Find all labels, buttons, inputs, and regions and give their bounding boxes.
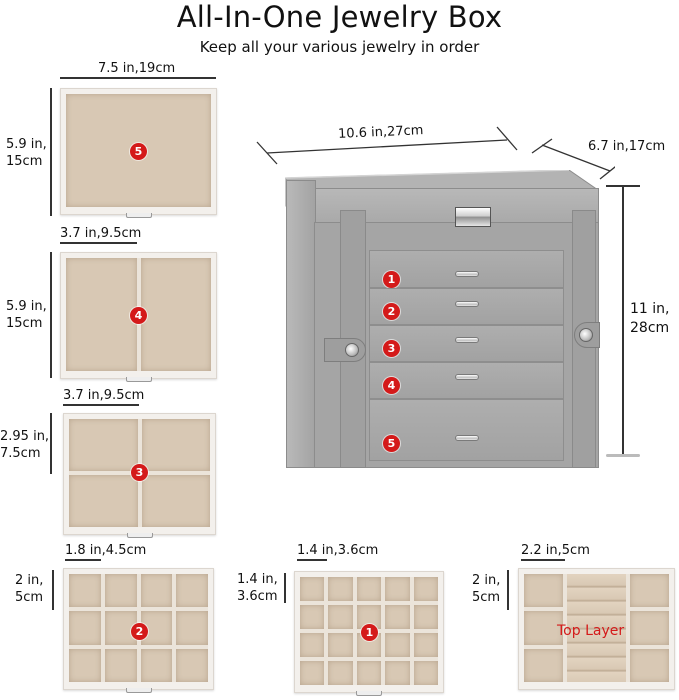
box-left-side bbox=[286, 180, 316, 468]
drawer-1-pull[interactable] bbox=[454, 271, 479, 277]
right-snap-tab[interactable] bbox=[574, 322, 600, 348]
tray5-height-label: 5.9 in, 15cm bbox=[6, 137, 47, 169]
top-layer-label: Top Layer bbox=[557, 623, 625, 639]
drawer-badge-2: 2 bbox=[131, 623, 148, 640]
drawer-badge-3: 3 bbox=[131, 464, 148, 481]
box-height-bottom-cap bbox=[606, 454, 640, 457]
drawer-3-pull[interactable] bbox=[454, 337, 479, 343]
drawer-5-pull[interactable] bbox=[454, 435, 479, 441]
tray2-height-label: 2 in, 5cm bbox=[15, 573, 44, 605]
tray4-width-label: 3.7 in,9.5cm bbox=[60, 226, 142, 241]
box-drawer-badge-2: 2 bbox=[383, 303, 400, 320]
right-snap-button-icon bbox=[579, 328, 593, 342]
drawer-badge-1: 1 bbox=[361, 624, 378, 641]
tray4-height-label: 5.9 in, 15cm bbox=[6, 299, 47, 331]
tray4-height-line bbox=[50, 252, 52, 378]
tray4-width-line bbox=[60, 242, 137, 244]
box-drawer-badge-5: 5 bbox=[383, 435, 400, 452]
jewelry-box: 1 2 3 4 5 bbox=[284, 170, 602, 468]
tray4-handle bbox=[125, 377, 152, 382]
box-drawer-5[interactable]: 5 bbox=[369, 399, 564, 461]
drawer-stack: 1 2 3 4 5 bbox=[369, 250, 564, 468]
tray-drawer-1: 1 bbox=[294, 571, 444, 696]
drawer-4-pull[interactable] bbox=[454, 374, 479, 380]
box-drawer-badge-3: 3 bbox=[383, 340, 400, 357]
box-height-line bbox=[622, 185, 624, 456]
tray3-width-line bbox=[63, 404, 139, 406]
tray-drawer-4: 4 bbox=[60, 252, 217, 382]
tray5-handle bbox=[125, 213, 152, 218]
drawer-badge-5: 5 bbox=[130, 143, 147, 160]
box-drawer-badge-1: 1 bbox=[383, 271, 400, 288]
page-title: All-In-One Jewelry Box bbox=[176, 0, 503, 34]
box-drawer-4[interactable]: 4 bbox=[369, 362, 564, 399]
left-snap-button-icon bbox=[345, 343, 359, 357]
tray3-width-label: 3.7 in,9.5cm bbox=[63, 388, 145, 403]
tray1-height-label: 1.4 in, 3.6cm bbox=[237, 572, 278, 604]
tray5-width-label: 7.5 in,19cm bbox=[98, 61, 176, 76]
tray1-width-line bbox=[297, 559, 327, 561]
tray2-height-line bbox=[52, 570, 54, 610]
box-drawer-2[interactable]: 2 bbox=[369, 288, 564, 325]
tray3-height-label: 2.95 in, 7.5cm bbox=[0, 429, 50, 461]
box-height-label: 11 in, 28cm bbox=[630, 301, 670, 336]
box-depth-line bbox=[531, 138, 615, 180]
tray2-width-line bbox=[65, 559, 101, 561]
tray-drawer-5: 5 bbox=[60, 88, 217, 218]
top-layer-height-line bbox=[507, 570, 509, 610]
box-width-line bbox=[256, 126, 518, 165]
drawer-badge-4: 4 bbox=[130, 307, 147, 324]
tray-drawer-3: 3 bbox=[63, 413, 216, 538]
page-subtitle: Keep all your various jewelry in order bbox=[199, 38, 480, 56]
tray1-height-line bbox=[284, 573, 286, 603]
tray1-handle bbox=[356, 691, 382, 696]
tray2-handle bbox=[125, 688, 152, 693]
top-layer-width-line bbox=[521, 559, 565, 561]
box-drawer-3[interactable]: 3 bbox=[369, 325, 564, 362]
tray-drawer-2: 2 bbox=[63, 568, 214, 693]
box-drawer-1[interactable]: 1 bbox=[369, 250, 564, 288]
top-layer-height-label: 2 in, 5cm bbox=[472, 573, 501, 605]
top-layer-width-label: 2.2 in,5cm bbox=[521, 543, 590, 558]
tray5-width-line bbox=[60, 77, 216, 79]
tray3-handle bbox=[126, 533, 153, 538]
tray2-width-label: 1.8 in,4.5cm bbox=[65, 543, 147, 558]
tray1-width-label: 1.4 in,3.6cm bbox=[297, 543, 379, 558]
box-depth-label: 6.7 in,17cm bbox=[588, 139, 666, 154]
tray5-height-line bbox=[50, 88, 52, 216]
left-snap-tab[interactable] bbox=[324, 338, 366, 362]
box-drawer-badge-4: 4 bbox=[383, 377, 400, 394]
box-latch[interactable] bbox=[455, 207, 491, 227]
drawer-2-pull[interactable] bbox=[454, 301, 479, 307]
tray-top-layer: Top Layer bbox=[518, 568, 675, 690]
tray3-height-line bbox=[50, 413, 52, 474]
ring-rolls bbox=[567, 574, 626, 682]
